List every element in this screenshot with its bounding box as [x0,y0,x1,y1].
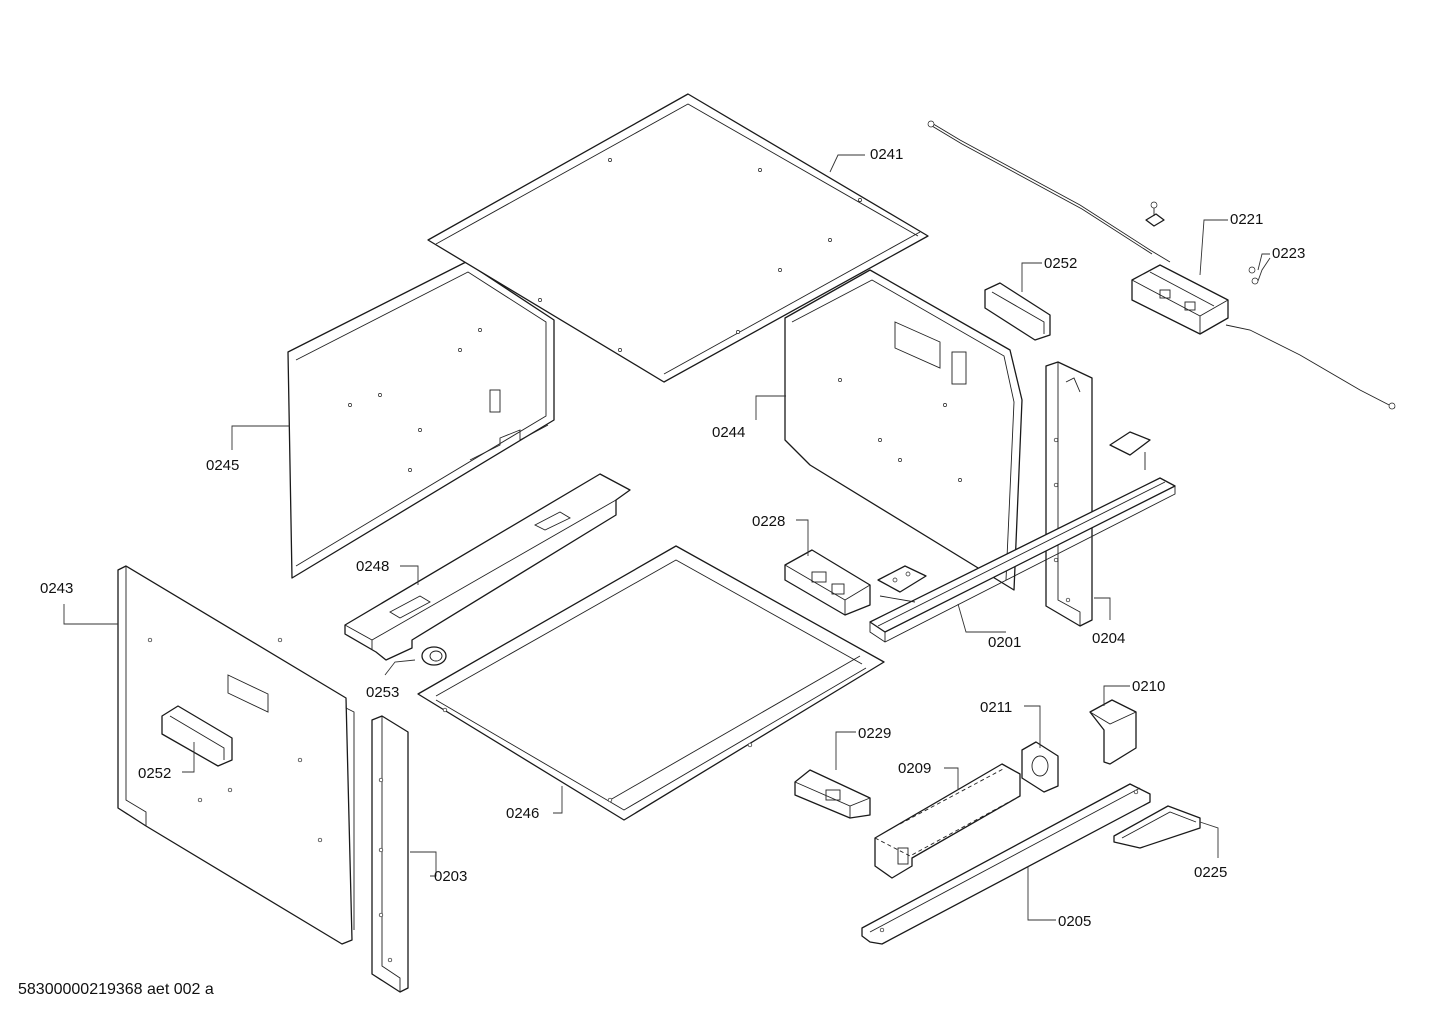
part-0205-lower-rail [861,783,1151,945]
callout-0204: 0204 [1092,630,1125,647]
callout-0246: 0246 [506,805,539,822]
callout-0210: 0210 [1132,678,1165,695]
callout-0241: 0241 [870,146,903,163]
part-0241-top-panel [427,93,929,383]
part-0211-bracket [1021,741,1059,793]
callout-0253: 0253 [366,684,399,701]
callout-0223: 0223 [1272,245,1305,262]
part-0209-cover [874,763,1021,879]
part-0244-right-side-wall [784,269,1023,591]
callout-0221: 0221 [1230,211,1263,228]
part-0210-cap [1089,699,1137,765]
callout-0225: 0225 [1194,864,1227,881]
callout-labels: 0241 0221 0223 0252 0244 0245 0228 0248 … [40,146,1305,930]
callout-0205: 0205 [1058,913,1091,930]
callout-0211: 0211 [980,699,1012,716]
callout-0209: 0209 [898,760,931,777]
leader-lines [63,154,1271,921]
part-0203-front-bracket [371,715,409,993]
part-0228-switch [784,549,871,616]
part-0201-rail [869,477,1176,643]
part-0252-handle-top [984,282,1051,341]
part-0246-bottom-pan [417,545,885,821]
part-0204-right-bracket [1045,361,1093,627]
part-0221-cable-harness [927,120,1396,410]
part-0221-terminal-block [1131,264,1229,335]
callout-0248: 0248 [356,558,389,575]
part-0253-roller [421,646,447,666]
part-0252-handle-left [161,705,233,767]
part-0225-small-rail [1113,805,1201,849]
callout-0201: 0201 [988,634,1021,651]
document-reference-code: 58300000219368 aet 002 a [18,981,214,998]
callout-0243: 0243 [40,580,73,597]
callout-0245: 0245 [206,457,239,474]
callout-0229: 0229 [858,725,891,742]
callout-0252-left: 0252 [138,765,171,782]
part-0223-screws [1109,201,1259,470]
callout-0203: 0203 [434,868,467,885]
callout-0252-top: 0252 [1044,255,1077,272]
part-0228-connector [877,565,927,603]
part-0243-front-panel [117,565,355,945]
part-0248-front-channel [344,473,631,661]
part-0229-door-lock [794,769,871,819]
part-0245-left-side-wall [287,261,555,579]
callout-0228: 0228 [752,513,785,530]
callout-0244: 0244 [712,424,745,441]
